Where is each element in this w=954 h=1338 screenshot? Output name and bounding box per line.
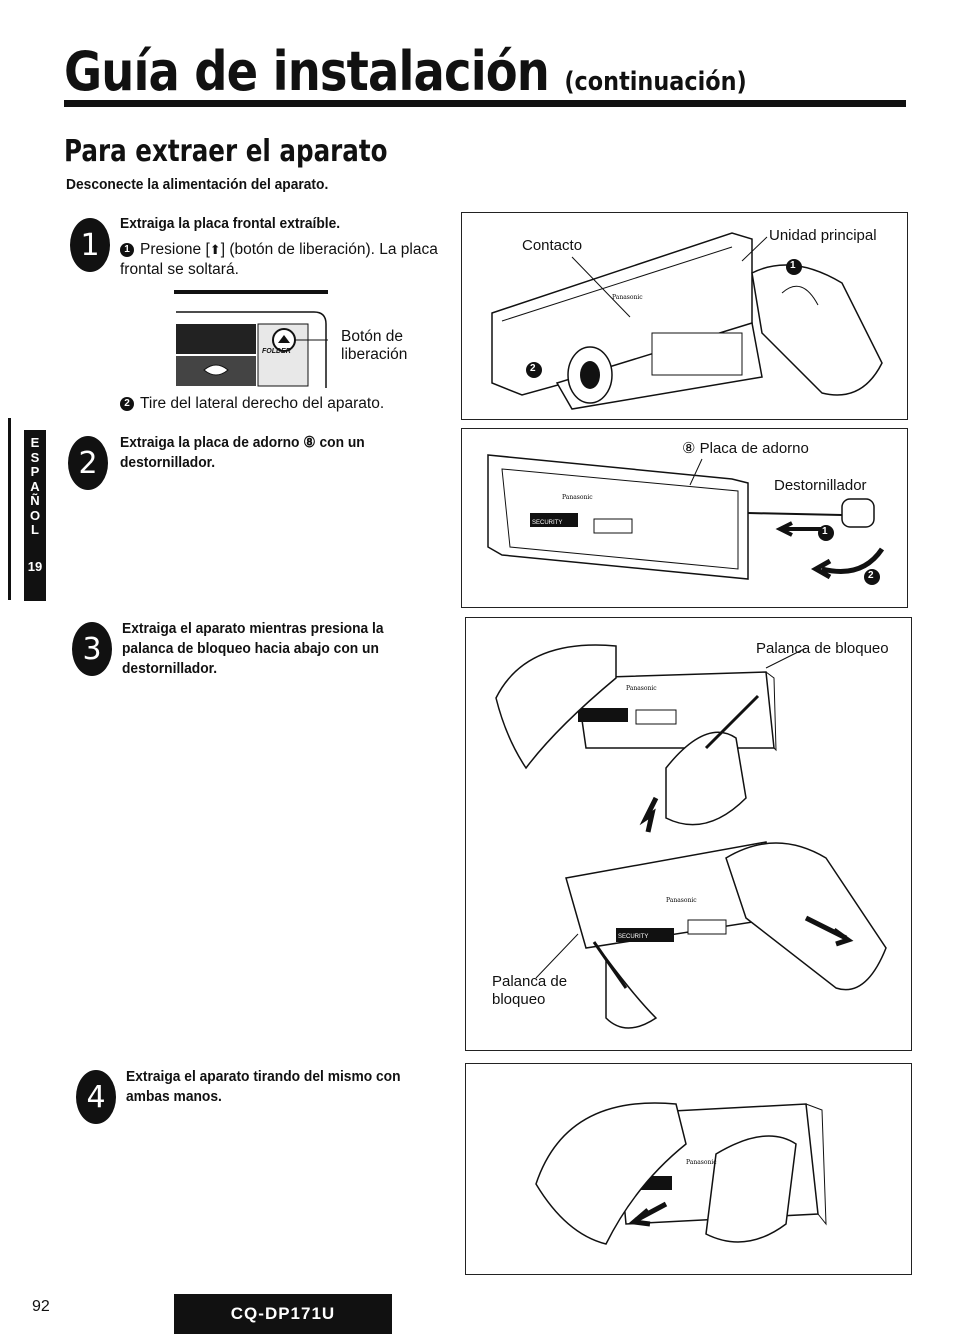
language-side-tab: E S P A Ñ O L 19 [24, 430, 46, 601]
step-3-title: Extraiga el aparato mientras presiona la… [122, 620, 384, 677]
step-number-2: 2 [68, 436, 108, 490]
release-arrow-icon: ⬆ [209, 242, 221, 257]
side-tab-letter: P [30, 464, 40, 479]
page-title: Guía de instalación (continuación) [64, 40, 747, 103]
release-button-inset: FOLDER [174, 290, 342, 388]
page-number: 92 [32, 1298, 50, 1315]
step-number-4: 4 [76, 1070, 116, 1124]
label-lock-lever-top: Palanca de bloqueo [756, 640, 889, 657]
figure-unlock-lever: Panasonic Panasonic SECURITY Palanca de … [465, 617, 912, 1051]
figure-remove-faceplate: Panasonic Contacto Unidad principal 1 2 [461, 212, 908, 420]
security-text: SECURITY [532, 520, 562, 526]
arrow-marker-1: 1 [822, 526, 828, 537]
side-tab-letter: S [30, 449, 40, 465]
label-screwdriver: Destornillador [774, 477, 867, 494]
model-badge: CQ-DP171U [174, 1294, 392, 1334]
label-lock-lever-bottom: Palanca de bloqueo [492, 973, 568, 1008]
step-2-title: Extraiga la placa de adorno ⑧ con un des… [120, 434, 365, 471]
step-number-1: 1 [70, 218, 110, 272]
label-trim-plate: ⑧ Placa de adorno [682, 440, 809, 457]
figure-remove-trim-plate: Panasonic SECURITY ⑧ Placa de adorno Des… [461, 428, 908, 608]
side-tab-letter: E [30, 435, 40, 450]
title-rule [64, 100, 906, 107]
section-intro: Desconecte la alimentación del aparato. [66, 176, 329, 193]
step-4-title: Extraiga el aparato tirando del mismo co… [126, 1068, 401, 1105]
arrow-marker-1: 1 [790, 260, 796, 271]
arrow-marker-2: 2 [868, 570, 874, 581]
brand-text: Panasonic [612, 294, 643, 301]
substep-marker: 1 [120, 242, 134, 257]
side-tab-page: 19 [27, 558, 43, 574]
side-tab-letter: A [30, 478, 40, 494]
figure-pull-unit: Panasonic [465, 1063, 912, 1275]
label-contact: Contacto [522, 237, 583, 254]
section-heading: Para extraer el aparato [64, 134, 388, 169]
side-tab-letter: Ñ [30, 493, 40, 508]
folder-label: FOLDER [262, 348, 291, 355]
side-tab-letter: O [29, 507, 41, 523]
page-subtitle: (continuación) [564, 67, 747, 97]
brand-text: Panasonic [562, 494, 593, 501]
security-text: SECURITY [618, 934, 648, 940]
substep-marker: 2 [120, 396, 134, 411]
brand-text: Panasonic [626, 685, 657, 692]
label-main-unit: Unidad principal [769, 227, 877, 244]
side-tab-line [8, 418, 11, 600]
release-button-label: Botón de liberación [341, 328, 408, 363]
brand-text: Panasonic [686, 1159, 717, 1166]
side-tab-letter: L [31, 522, 39, 537]
step-number-3: 3 [72, 622, 112, 676]
arrow-marker-2: 2 [530, 363, 536, 374]
brand-text: Panasonic [666, 897, 697, 904]
step-1-title: Extraiga la placa frontal extraíble. [120, 215, 341, 232]
